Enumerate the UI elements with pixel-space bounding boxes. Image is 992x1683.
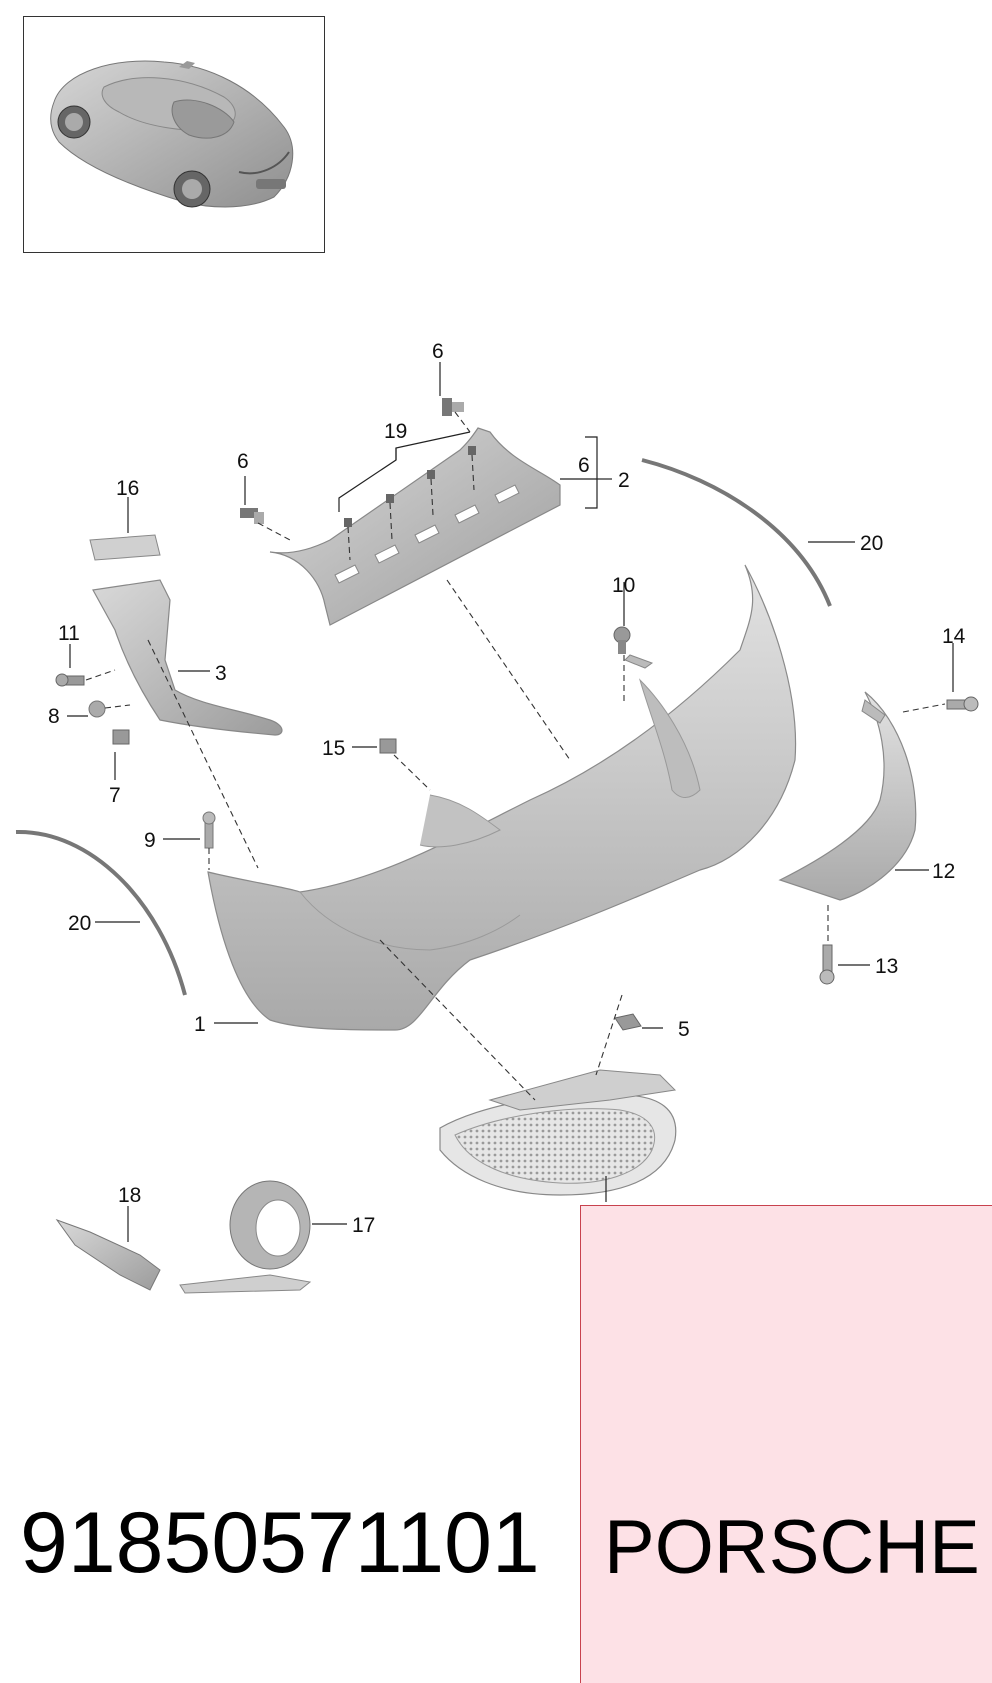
vehicle-thumbnail-illustration — [50, 60, 294, 208]
callout-12: 12 — [932, 860, 955, 883]
fasteners — [55, 398, 979, 1031]
callout-16: 16 — [116, 477, 139, 500]
callout-6-top: 6 — [432, 340, 444, 363]
fastener-13 — [819, 944, 835, 985]
callout-10: 10 — [612, 574, 635, 597]
callout-9: 9 — [144, 829, 156, 852]
part-20-arch-trim-left — [15, 829, 187, 996]
callout-8: 8 — [48, 705, 60, 728]
part-12-side-panel — [778, 691, 917, 901]
callout-labels: 6 19 6 2 6 16 20 10 11 3 14 8 15 7 9 12 … — [48, 340, 966, 1247]
callout-14: 14 — [942, 625, 966, 648]
fastener-19-a — [344, 518, 352, 527]
fastener-19-b — [386, 494, 394, 503]
callout-20-left: 20 — [68, 912, 91, 935]
callout-20-right: 20 — [860, 532, 883, 555]
part-17-tape-roll — [179, 1180, 312, 1294]
callout-19: 19 — [384, 420, 407, 443]
callout-13: 13 — [875, 955, 898, 978]
assembly-lines — [85, 411, 946, 1101]
part-20-arch-trim-right — [641, 458, 832, 607]
fastener-6-left — [240, 508, 264, 524]
fastener-14 — [946, 696, 979, 712]
part-4-grille — [439, 1069, 677, 1196]
callout-6-bracket: 6 — [578, 454, 590, 477]
callout-7: 7 — [109, 784, 121, 807]
callout-3: 3 — [215, 662, 227, 685]
brand-name: PORSCHE — [604, 1505, 980, 1590]
callout-11: 11 — [58, 622, 80, 645]
callout-2: 2 — [618, 469, 630, 492]
fastener-15 — [379, 738, 397, 754]
part-number: 91850571101 — [20, 1495, 540, 1591]
part-1-bumper-cover — [207, 564, 797, 1031]
callout-15: 15 — [322, 737, 345, 760]
vehicle-thumbnail-frame — [23, 16, 325, 253]
part-3-side-bracket — [89, 534, 283, 736]
fastener-6-top — [442, 398, 464, 416]
callout-17: 17 — [352, 1214, 375, 1237]
fastener-19-c — [427, 470, 435, 479]
fastener-9 — [202, 811, 216, 849]
fastener-19-d — [468, 446, 476, 455]
fastener-10 — [613, 626, 631, 654]
fastener-5 — [614, 1013, 642, 1031]
callout-6-left: 6 — [237, 450, 249, 473]
callout-5: 5 — [678, 1018, 690, 1041]
brand-highlight-box — [580, 1205, 992, 1683]
callout-1: 1 — [194, 1013, 206, 1036]
fastener-11 — [55, 673, 85, 687]
fastener-7 — [112, 729, 130, 745]
callout-18: 18 — [118, 1184, 141, 1207]
part-18-sealant-tube — [55, 1218, 161, 1291]
part-2-upper-member — [269, 427, 561, 626]
leader-lines — [67, 362, 954, 1242]
fastener-8 — [88, 700, 106, 718]
